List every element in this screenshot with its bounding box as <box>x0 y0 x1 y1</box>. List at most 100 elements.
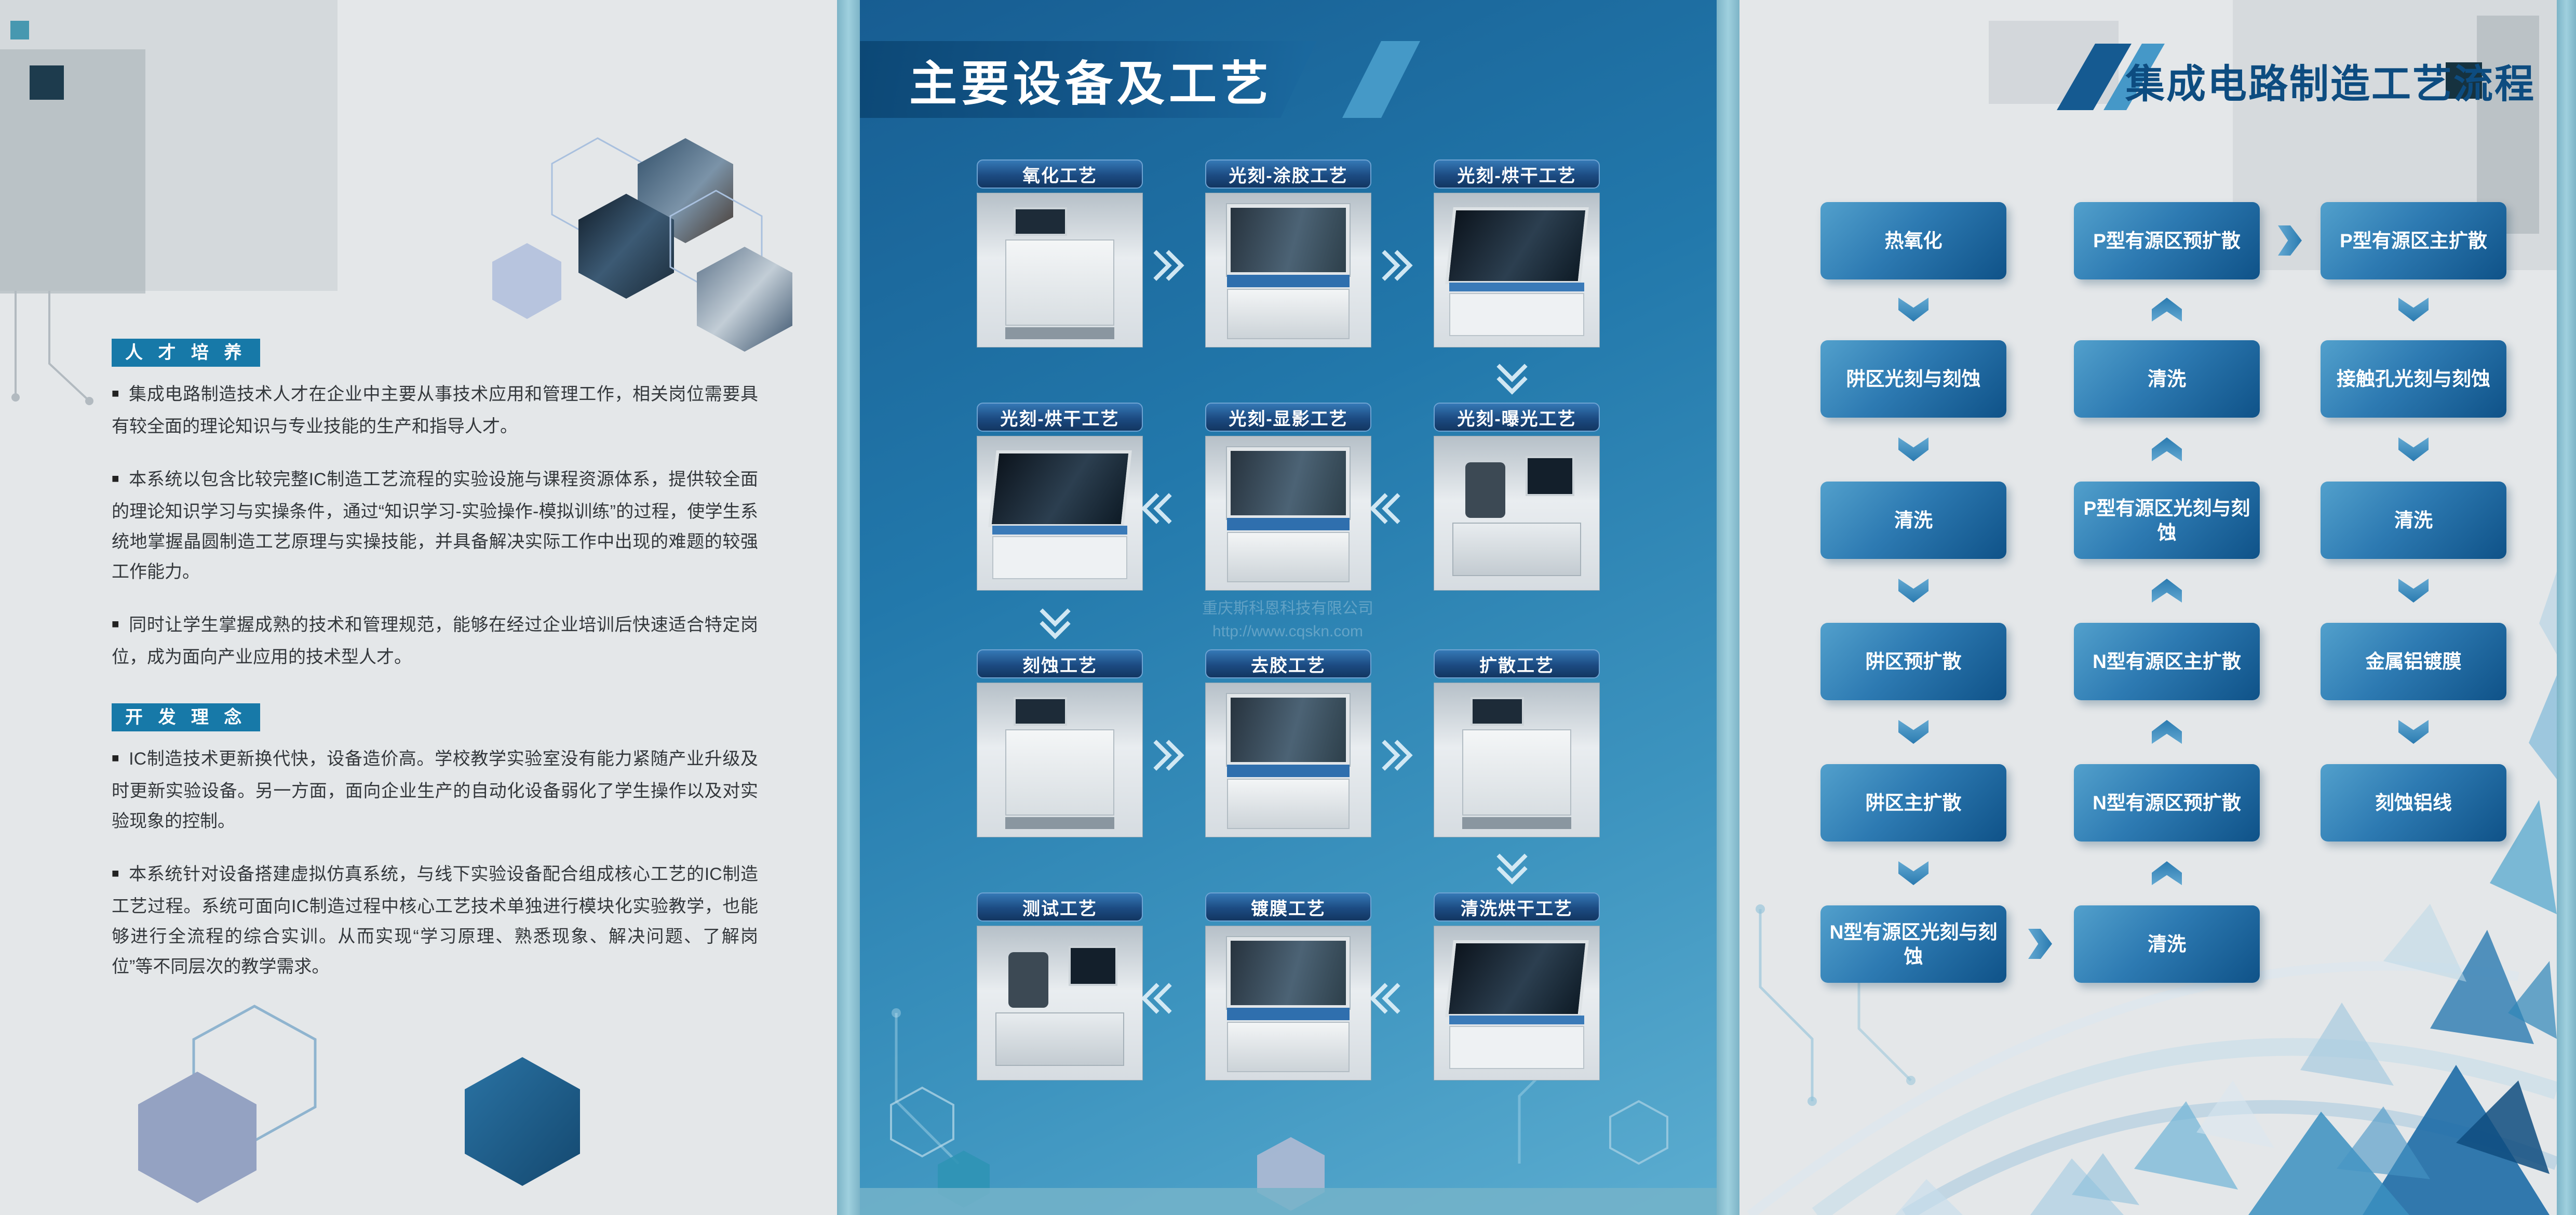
photo-detail <box>1227 517 1350 530</box>
flow-box: 刻蚀铝线 <box>2321 764 2506 842</box>
photo-detail <box>1470 697 1525 726</box>
equipment-label: 刻蚀工艺 <box>977 649 1143 678</box>
photo-detail <box>1008 952 1048 1008</box>
equipment-card: 镀膜工艺 <box>1205 892 1371 1080</box>
middle-bottom-strip <box>860 1188 1717 1215</box>
photo-detail <box>1526 456 1575 496</box>
photo-detail <box>1227 937 1350 1009</box>
photo-detail <box>1227 1021 1350 1073</box>
photo-detail <box>1227 778 1350 830</box>
photo-detail <box>1227 204 1350 276</box>
section-title-philosophy: 开 发 理 念 <box>112 703 261 731</box>
paragraph: ■集成电路制造技术人才在企业中主要从事技术应用和管理工作，相关岗位需要具有较全面… <box>112 379 758 442</box>
hexagon-filled <box>465 1057 580 1186</box>
equipment-photo <box>977 193 1143 348</box>
equipment-card: 扩散工艺 <box>1434 649 1600 837</box>
photo-detail <box>1465 462 1505 518</box>
talent-text-block: ■集成电路制造技术人才在企业中主要从事技术应用和管理工作，相关岗位需要具有较全面… <box>112 379 758 695</box>
bullet-icon: ■ <box>112 866 120 880</box>
chevron-down-icon <box>1040 596 1071 639</box>
chevron-right-icon <box>1369 740 1413 771</box>
flow-box: 清洗 <box>2074 905 2260 983</box>
equipment-photo <box>1205 926 1371 1080</box>
photo-detail <box>1227 531 1350 583</box>
equipment-label: 光刻-烘干工艺 <box>977 403 1143 432</box>
bullet-icon: ■ <box>112 472 120 486</box>
chevron-left-icon <box>1369 983 1413 1014</box>
paragraph: ■本系统针对设备搭建虚拟仿真系统，与线下实验设备配合组成核心工艺的IC制造工艺过… <box>112 859 758 982</box>
chevron-right-icon <box>1141 250 1184 281</box>
equipment-photo <box>1434 683 1600 837</box>
equipment-photo <box>977 926 1143 1080</box>
flow-box: P型有源区光刻与刻蚀 <box>2074 482 2260 559</box>
watermark-company: 重庆斯科恩科技有限公司 <box>1202 600 1373 617</box>
hexagon-photo <box>697 247 792 352</box>
equipment-card: 测试工艺 <box>977 892 1143 1080</box>
bullet-icon: ■ <box>112 386 120 400</box>
photo-detail <box>1449 282 1585 292</box>
equipment-label: 氧化工艺 <box>977 159 1143 189</box>
equipment-card: 刻蚀工艺 <box>977 649 1143 837</box>
right-title: 集成电路制造工艺流程 <box>2125 62 2535 106</box>
paragraph-text: 本系统针对设备搭建虚拟仿真系统，与线下实验设备配合组成核心工艺的IC制造工艺过程… <box>112 864 758 977</box>
bullet-icon: ■ <box>112 751 120 765</box>
fold-strip <box>2557 0 2576 1215</box>
flow-box: 阱区预扩散 <box>1820 623 2006 700</box>
flow-box: N型有源区光刻与刻蚀 <box>1820 905 2006 983</box>
photo-detail <box>1227 288 1350 340</box>
photo-detail <box>1013 697 1068 726</box>
photo-detail <box>988 450 1132 527</box>
flow-box: P型有源区主扩散 <box>2321 202 2506 279</box>
equipment-photo <box>977 683 1143 837</box>
flow-box: 阱区光刻与刻蚀 <box>1820 340 2006 418</box>
photo-detail <box>1462 817 1571 830</box>
photo-detail <box>992 536 1128 580</box>
photo-detail <box>1227 1007 1350 1020</box>
bullet-icon: ■ <box>112 617 120 631</box>
chevron-down-icon <box>1496 351 1528 395</box>
equipment-label: 测试工艺 <box>977 892 1143 922</box>
equipment-label: 光刻-涂胶工艺 <box>1205 159 1371 189</box>
photo-detail <box>1005 729 1114 816</box>
watermark-url: http://www.cqskn.com <box>1212 623 1364 640</box>
hexagon-outline <box>1609 1100 1668 1165</box>
photo-detail <box>1013 207 1068 236</box>
paragraph-text: 本系统以包含比较完整IC制造工艺流程的实验设施与课程资源体系，提供较全面的理论知… <box>112 470 758 582</box>
paragraph-text: IC制造技术更新换代快，设备造价高。学校教学实验室没有能力紧随产业升级及时更新实… <box>112 749 758 831</box>
chevron-left-icon <box>1369 493 1413 524</box>
hexagon-photo <box>578 194 674 299</box>
equipment-label: 去胶工艺 <box>1205 649 1371 678</box>
photo-detail <box>995 1012 1125 1066</box>
flow-box: 热氧化 <box>1820 202 2006 279</box>
right-panel <box>1739 0 2557 1215</box>
photo-detail <box>1069 946 1118 986</box>
section-title-talent: 人 才 培 养 <box>112 339 261 367</box>
equipment-label: 光刻-烘干工艺 <box>1434 159 1600 189</box>
equipment-label: 光刻-曝光工艺 <box>1434 403 1600 432</box>
photo-detail <box>1449 293 1585 337</box>
flow-box: 清洗 <box>2321 482 2506 559</box>
equipment-label: 清洗烘干工艺 <box>1434 892 1600 922</box>
paragraph: ■本系统以包含比较完整IC制造工艺流程的实验设施与课程资源体系，提供较全面的理论… <box>112 464 758 587</box>
chevron-left-icon <box>1141 983 1184 1014</box>
equipment-card: 光刻-曝光工艺 <box>1434 403 1600 591</box>
chevron-left-icon <box>1141 493 1184 524</box>
paragraph-text: 同时让学生掌握成熟的技术和管理规范，能够在经过企业培训后快速适合特定岗位，成为面… <box>112 615 758 667</box>
photo-detail <box>1227 274 1350 287</box>
equipment-photo <box>1434 926 1600 1080</box>
photo-detail <box>1005 239 1114 326</box>
photo-detail <box>1005 817 1114 830</box>
equipment-label: 光刻-显影工艺 <box>1205 403 1371 432</box>
equipment-photo <box>1205 193 1371 348</box>
left-panel-decorations <box>0 0 792 1203</box>
right-panel-decorations <box>1747 0 2557 1215</box>
photo-detail <box>1227 693 1350 766</box>
photo-detail <box>1227 447 1350 519</box>
equipment-label: 镀膜工艺 <box>1205 892 1371 922</box>
hexagon-filled <box>492 243 561 319</box>
equipment-photo <box>1434 193 1600 348</box>
watermark: 重庆斯科恩科技有限公司 http://www.cqskn.com <box>1132 597 1444 643</box>
equipment-card: 光刻-涂胶工艺 <box>1205 159 1371 348</box>
equipment-photo <box>977 436 1143 591</box>
